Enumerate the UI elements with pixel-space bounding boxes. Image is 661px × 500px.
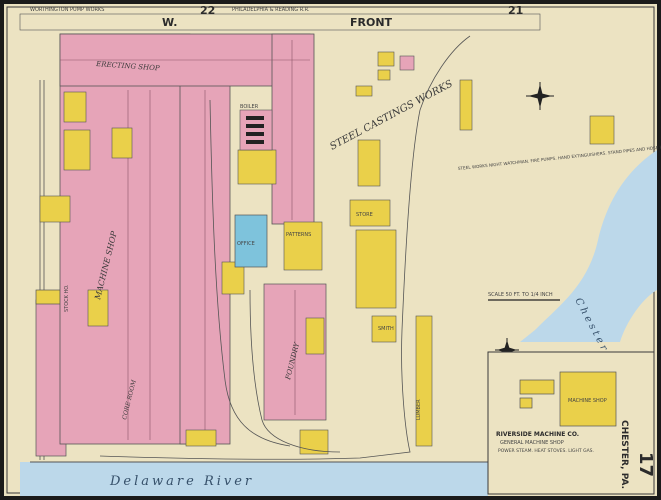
street-label-w: W. (162, 16, 177, 29)
bldg-steel-small-4 (399, 55, 415, 71)
bldg-right-wing (271, 33, 315, 225)
inset-sub: GENERAL MACHINE SHOP (500, 440, 564, 446)
inset-building-3 (519, 397, 533, 409)
bldg-right-2 (589, 115, 615, 145)
inset-building-label: MACHINE SHOP (568, 398, 607, 404)
label-smith: SMITH (378, 326, 394, 332)
scale-label: SCALE 50 FT. TO 1/4 INCH (488, 292, 553, 298)
label-lumber: LUMBER (416, 399, 422, 420)
delaware-river-water (20, 462, 488, 496)
bldg-steel-2 (349, 199, 391, 227)
bldg-frame-8 (185, 429, 217, 447)
boiler-black-4 (246, 140, 264, 144)
inset-details: POWER STEAM. HEAT STOVES. LIGHT GAS. (498, 448, 594, 454)
bldg-office-stone (234, 214, 268, 268)
rail-curve-inner-2 (209, 99, 291, 447)
sheet-ref-right: 21 (508, 4, 523, 17)
label-patterns: PATTERNS (286, 232, 311, 238)
street-label-front: FRONT (350, 16, 393, 29)
bldg-frame-1 (63, 91, 87, 123)
bldg-frame-3 (39, 195, 71, 223)
bldg-steel-small-5 (305, 317, 325, 355)
bldg-steel-3 (371, 315, 397, 343)
bldg-frame-9 (283, 221, 323, 271)
chester-river-water (520, 150, 657, 342)
compass-rose-main (526, 82, 554, 110)
label-office: OFFICE (237, 241, 255, 247)
label-boiler: BOILER (240, 104, 259, 110)
boiler-black-3 (246, 132, 264, 136)
bldg-steel-small-2 (377, 69, 391, 81)
bldg-frame-4 (87, 289, 109, 327)
bldg-steel-main (355, 229, 397, 309)
bldg-frame-7 (221, 261, 245, 295)
rail-curve-inner (249, 289, 341, 453)
sheet-number: 17 (635, 452, 656, 477)
bldg-frame-5 (111, 127, 133, 159)
bldg-steel-long (415, 315, 433, 447)
rail-curve-main (99, 35, 471, 460)
boiler-black-2 (246, 124, 264, 128)
bldg-right-1 (459, 79, 473, 131)
boiler-black-1 (246, 116, 264, 120)
label-stock: STOCK HO. (64, 284, 70, 312)
inset-building-2 (519, 379, 555, 395)
bldg-frame-6 (237, 149, 277, 185)
bldg-steel-small-1 (377, 51, 395, 67)
bldg-steel-1 (357, 139, 381, 187)
label-store: STORE (356, 212, 373, 218)
main-works-label: WORTHINGTON PUMP WORKS (30, 7, 104, 13)
inset-building (559, 371, 617, 427)
bldg-frame-2 (63, 129, 91, 171)
inset-name: RIVERSIDE MACHINE CO. (496, 431, 579, 438)
railroad-label: PHILADELPHIA & READING R.R. (232, 7, 310, 13)
delaware-river-label: Delaware River (109, 474, 254, 489)
front-street (19, 13, 541, 31)
sheet-ref-left: 22 (200, 4, 215, 17)
bldg-steel-small-3 (355, 85, 373, 97)
city-label: CHESTER, PA. (619, 420, 629, 489)
